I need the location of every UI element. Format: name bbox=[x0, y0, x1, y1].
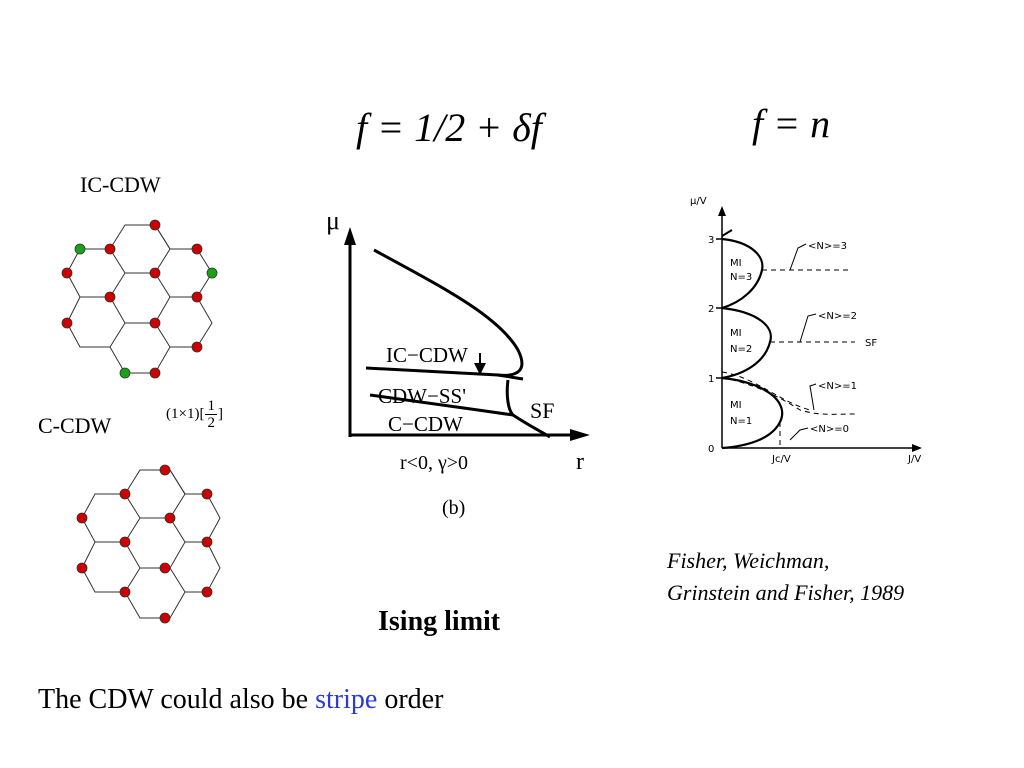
stripe-highlight: stripe bbox=[315, 684, 378, 715]
bh-ytick-2: 2 bbox=[708, 304, 714, 315]
red-site bbox=[119, 536, 131, 548]
density-n2: <N>=2 bbox=[818, 311, 857, 322]
y-axis-arrow bbox=[344, 227, 356, 245]
lobe-n3-n: N=3 bbox=[730, 272, 752, 283]
red-site bbox=[149, 219, 161, 231]
ic-cdw-boundary bbox=[365, 366, 524, 381]
c-cdw-label: C-CDW bbox=[38, 413, 112, 438]
bh-ytick-1: 1 bbox=[708, 374, 714, 385]
lobe-n1-mi: MI bbox=[730, 400, 742, 411]
y-axis-label: μ bbox=[326, 206, 340, 235]
red-site bbox=[76, 562, 88, 574]
sf-boundary bbox=[505, 379, 551, 439]
formula-integer-filling: f = n bbox=[752, 101, 831, 146]
lobe-n2-n: N=2 bbox=[730, 344, 752, 355]
lobe-n3-mi: MI bbox=[730, 258, 742, 269]
red-site bbox=[201, 536, 213, 548]
x-axis-label: r bbox=[576, 449, 584, 475]
c-cdw-annotation: (1×1)[ 1 2 ] bbox=[166, 398, 223, 431]
bh-x-axis-label: J/V bbox=[907, 454, 921, 465]
red-site bbox=[76, 512, 88, 524]
red-site bbox=[159, 612, 171, 624]
panel-label: (b) bbox=[442, 497, 465, 519]
region-c-cdw: C−CDW bbox=[388, 412, 463, 436]
red-site bbox=[149, 267, 161, 279]
red-site bbox=[119, 586, 131, 598]
red-site bbox=[201, 488, 213, 500]
bh-critical-label: Jc/V bbox=[771, 454, 791, 465]
bottom-text-end: order bbox=[377, 684, 444, 715]
citation: Fisher, Weichman, Grinstein and Fisher, … bbox=[667, 545, 904, 609]
red-site bbox=[61, 317, 73, 329]
ic-cdw-label: IC-CDW bbox=[80, 172, 161, 197]
mott-lobe-n1 bbox=[721, 376, 784, 450]
red-site bbox=[191, 341, 203, 353]
bh-ytick-3: 3 bbox=[708, 235, 714, 246]
cdw-ss-boundary bbox=[369, 393, 514, 417]
density-n3: <N>=3 bbox=[808, 241, 847, 252]
red-site bbox=[61, 267, 73, 279]
red-site bbox=[149, 317, 161, 329]
density-n1: <N>=1 bbox=[818, 381, 857, 392]
ising-limit-label: Ising limit bbox=[378, 606, 501, 637]
red-site bbox=[164, 512, 176, 524]
red-site bbox=[104, 291, 116, 303]
bottom-statement: The CDW could also be stripe order bbox=[38, 684, 443, 716]
bh-sf-label: SF bbox=[865, 338, 877, 349]
upper-boundary-curve bbox=[373, 248, 524, 377]
density-n0: <N>=0 bbox=[810, 424, 849, 435]
lobe-n2-mi: MI bbox=[730, 328, 742, 339]
red-site bbox=[119, 488, 131, 500]
bose-hubbard-diagram: 0 1 2 3 MI N=3 MI N=2 MI N=1 <N>=3 <N>=2… bbox=[690, 196, 922, 465]
bottom-text-start: The CDW could also be bbox=[38, 684, 316, 715]
annotation-suffix: ] bbox=[217, 406, 223, 422]
citation-line-2: Grinstein and Fisher, 1989 bbox=[667, 580, 905, 605]
red-site bbox=[149, 367, 161, 379]
annotation-prefix: (1×1)[ bbox=[166, 406, 205, 422]
annotation-fraction: 1 2 bbox=[205, 398, 217, 431]
red-site bbox=[191, 243, 203, 255]
region-sf: SF bbox=[530, 398, 554, 423]
c-cdw-lattice bbox=[76, 464, 221, 624]
red-site bbox=[201, 586, 213, 598]
bh-axes bbox=[721, 212, 916, 449]
red-site bbox=[159, 562, 171, 574]
formula-half-filling: f = 1/2 + δf bbox=[356, 105, 542, 150]
fraction-numerator: 1 bbox=[205, 398, 217, 415]
green-site bbox=[119, 367, 131, 379]
lobe-n1-n: N=1 bbox=[730, 416, 752, 427]
red-site bbox=[191, 291, 203, 303]
x-axis-arrow bbox=[570, 429, 590, 441]
citation-line-1: Fisher, Weichman, bbox=[667, 548, 830, 573]
condition-label: r<0, γ>0 bbox=[400, 452, 468, 474]
phase-diagram-b: μ IC−CDW CDW−SS' C−CDW SF r r<0, γ>0 (b) bbox=[326, 206, 590, 519]
red-site bbox=[104, 243, 116, 255]
region-cdw-ss: CDW−SS' bbox=[378, 384, 466, 408]
region-ic-cdw: IC−CDW bbox=[386, 343, 468, 367]
phase-diagram-axes bbox=[348, 235, 576, 437]
ic-cdw-lattice bbox=[61, 219, 218, 379]
red-site bbox=[159, 464, 171, 476]
bh-ytick-0: 0 bbox=[708, 444, 714, 455]
fraction-denominator: 2 bbox=[207, 415, 215, 431]
mott-lobe-n2 bbox=[721, 306, 772, 380]
green-site bbox=[74, 243, 86, 255]
bh-y-axis-label: μ/V bbox=[690, 196, 707, 207]
green-site bbox=[206, 267, 218, 279]
